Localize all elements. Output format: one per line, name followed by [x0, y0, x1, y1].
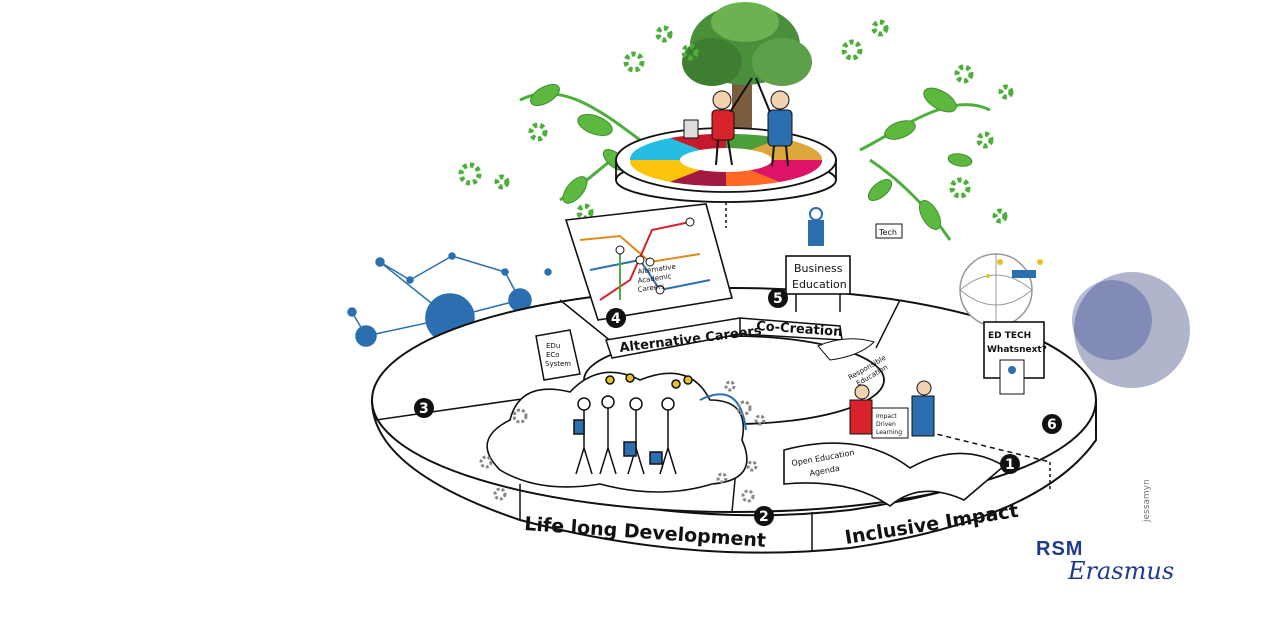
impact-learning-line3: Learning	[876, 429, 902, 436]
business-education-line1: Business	[794, 262, 843, 275]
edu-eco-line2: ECo	[546, 351, 560, 359]
svg-text:6: 6	[1047, 417, 1057, 433]
edu-eco-line1: EDu	[546, 342, 560, 350]
marker-2: 2	[754, 506, 774, 526]
gear-icons-grey	[479, 380, 766, 503]
edtech-line1: ED TECH	[988, 331, 1031, 341]
marker-5: 5	[768, 288, 788, 308]
sdg-platform	[615, 127, 837, 228]
svg-text:1: 1	[1005, 457, 1015, 473]
sdg-wheel	[629, 133, 823, 187]
edtech-line2: Whatsnext?	[987, 345, 1047, 355]
svg-text:4: 4	[611, 311, 621, 327]
svg-text:2: 2	[759, 509, 769, 525]
edu-eco-line3: System	[545, 360, 571, 368]
marker-4: 4	[606, 308, 626, 328]
impact-learning-line2: Driven	[876, 421, 896, 428]
people-top	[683, 77, 793, 167]
edu-eco-board	[535, 329, 581, 381]
marker-3: 3	[414, 398, 434, 418]
marker-6: 6	[1042, 414, 1062, 434]
impact-learning-line1: Impact	[876, 413, 897, 420]
marker-1: 1	[1000, 454, 1020, 474]
artist-credit: jessamyn	[1142, 479, 1152, 522]
subway-map-board	[564, 203, 734, 321]
tree	[682, 2, 812, 150]
svg-text:3: 3	[419, 401, 429, 417]
people-cloud	[573, 373, 693, 475]
svg-text:5: 5	[773, 291, 783, 307]
erasmus-logo: Erasmus	[1068, 557, 1175, 585]
agenda-book	[783, 338, 1006, 508]
label-co-creation: Co-Creation	[756, 319, 843, 340]
tech-sign: Tech	[878, 228, 897, 237]
edtech-area	[959, 253, 1190, 395]
business-education-line2: Education	[792, 278, 847, 291]
cloud	[486, 371, 748, 493]
rsm-logo: RSM	[1036, 538, 1084, 560]
business-education-board	[785, 207, 903, 312]
alt-academic-line3: Careers	[637, 282, 665, 294]
